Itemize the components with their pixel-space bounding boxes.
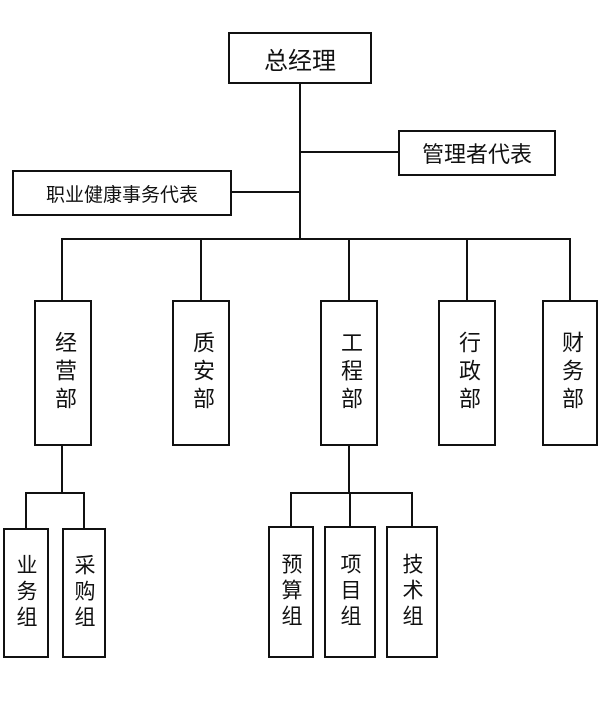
project-group-label: 项目组 [338,553,362,631]
technical-group-box: 技术组 [386,526,438,658]
purchasing-group-box: 采购组 [62,528,106,658]
management-representative-label: 管理者代表 [421,143,532,168]
finance-department-label: 财务部 [558,331,583,415]
occupational-health-representative-label: 职业健康事务代表 [45,183,198,206]
budget-group-label: 预算组 [279,553,303,631]
technical-group-label: 技术组 [400,553,424,631]
sales-department-label: 经营部 [51,331,76,415]
general-manager-box: 总经理 [228,32,372,84]
budget-group-box: 预算组 [268,526,314,658]
business-group-label: 业务组 [14,554,38,632]
finance-department-box: 财务部 [542,300,598,446]
engineering-department-box: 工程部 [320,300,378,446]
project-group-box: 项目组 [324,526,376,658]
business-group-box: 业务组 [3,528,49,658]
purchasing-group-label: 采购组 [72,554,96,632]
engineering-department-label: 工程部 [337,331,362,415]
quality-safety-department-label: 质安部 [189,331,214,415]
administration-department-label: 行政部 [455,331,480,415]
management-representative-box: 管理者代表 [398,130,556,176]
general-manager-label: 总经理 [264,46,336,75]
occupational-health-representative-box: 职业健康事务代表 [12,170,232,216]
sales-department-box: 经营部 [34,300,92,446]
administration-department-box: 行政部 [438,300,496,446]
quality-safety-department-box: 质安部 [172,300,230,446]
